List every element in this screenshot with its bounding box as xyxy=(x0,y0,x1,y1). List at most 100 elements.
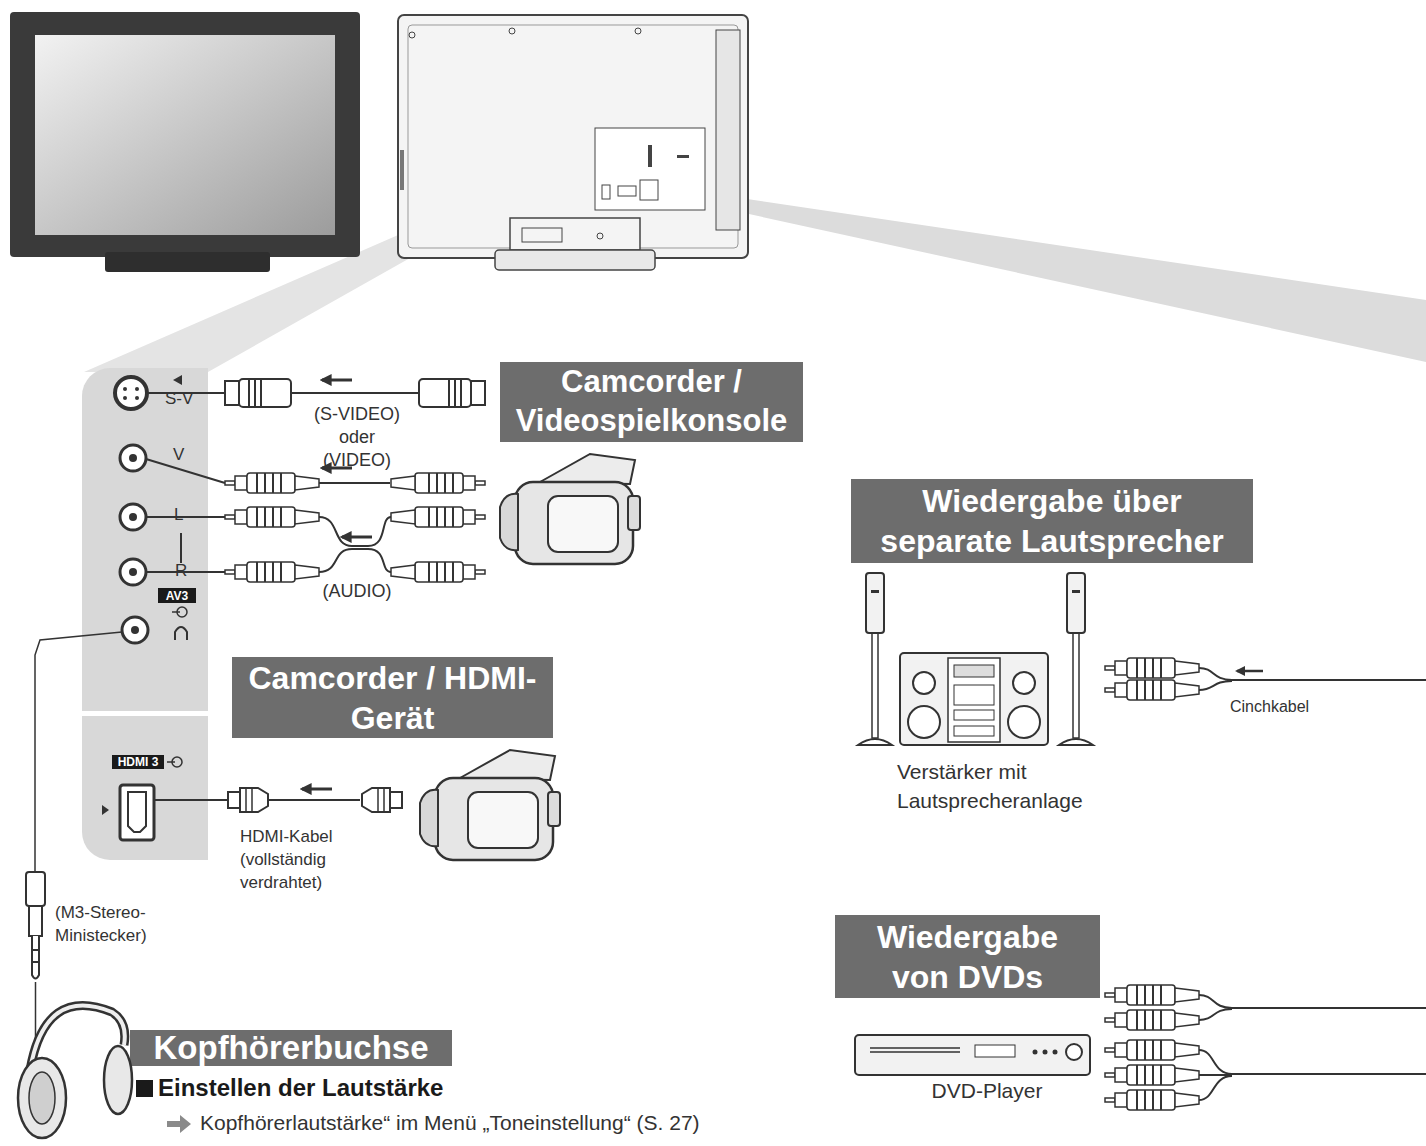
input-badge: AV3 xyxy=(158,588,196,603)
screw-hole xyxy=(635,28,641,34)
dvd-display xyxy=(975,1045,1015,1057)
rca-plug xyxy=(391,473,485,493)
note-text: Kopfhörerlautstärke“ im Menü „Toneinstel… xyxy=(200,1110,1000,1135)
stereo-center xyxy=(948,658,1000,742)
jack-name: L xyxy=(174,506,183,523)
stereo-buttons xyxy=(954,726,994,736)
camcorder xyxy=(500,454,640,564)
banner-title: Camcorder / Videospielkonsole xyxy=(506,363,797,441)
direction-mark xyxy=(102,805,109,815)
cable xyxy=(319,517,391,572)
speaker-slot xyxy=(871,590,879,593)
mini-plug xyxy=(26,872,45,906)
jack-pin xyxy=(131,626,139,634)
cable xyxy=(1199,668,1426,690)
speaker-top xyxy=(1067,573,1085,633)
cable xyxy=(1199,995,1426,1020)
dvd-player xyxy=(855,1035,1090,1075)
pair-bracket xyxy=(180,533,182,563)
input-badge: HDMI 3 xyxy=(112,755,164,769)
zoom-beam xyxy=(700,192,1426,362)
rca-plug xyxy=(225,473,319,493)
input-symbol xyxy=(177,607,187,617)
cable-label: (AUDIO) xyxy=(307,581,407,603)
cable xyxy=(1199,1050,1426,1100)
tv-back-inner xyxy=(408,25,738,248)
hdmi-port-inner xyxy=(128,792,146,832)
mini-plug-ring xyxy=(32,950,39,962)
reference-arrow xyxy=(167,1115,191,1133)
jack-name: R xyxy=(175,562,187,579)
tv-back xyxy=(398,15,748,258)
stereo-speaker xyxy=(1008,706,1040,738)
screw-hole xyxy=(409,32,415,38)
device-banner: Camcorder / Videospielkonsole xyxy=(500,362,803,442)
rca-plug xyxy=(1105,1090,1199,1110)
rca-plug xyxy=(1105,985,1199,1005)
speaker-stand xyxy=(1073,630,1079,738)
stereo-speaker xyxy=(913,672,935,694)
bottom-terminals xyxy=(522,228,562,242)
note-heading: Einstellen der Lautstärke xyxy=(158,1074,578,1103)
tv-back-base xyxy=(495,250,655,270)
s-video-pin xyxy=(123,396,127,400)
device-banner: Wiedergabe von DVDs xyxy=(835,915,1100,998)
s-video-plug xyxy=(419,379,485,407)
tv-bezel xyxy=(10,12,360,257)
rear-terminal-panel xyxy=(595,128,705,210)
rca-plug xyxy=(1105,1065,1199,1085)
s-video-jack xyxy=(115,377,147,409)
direction-arrow xyxy=(342,536,372,539)
rear-terminal xyxy=(640,180,658,200)
speaker-top xyxy=(866,573,884,633)
headphone-symbol xyxy=(175,627,187,640)
stereo-display xyxy=(954,665,994,677)
input-symbol xyxy=(172,757,182,767)
s-video-plug xyxy=(225,379,291,407)
direction-mark xyxy=(173,375,182,385)
input-name: HDMI 3 xyxy=(118,756,159,768)
panel-divider xyxy=(82,711,208,716)
ear-cup xyxy=(29,1072,55,1124)
section-banner: Kopfhörerbuchse xyxy=(130,1030,452,1066)
direction-arrow xyxy=(1237,670,1263,673)
video-jack xyxy=(120,445,146,471)
screw-hole xyxy=(509,28,515,34)
direction-arrow xyxy=(302,788,332,791)
rca-plug xyxy=(225,562,319,582)
jack-pin xyxy=(129,513,137,521)
banner-title: Kopfhörerbuchse xyxy=(153,1027,428,1068)
cable xyxy=(146,517,225,572)
rca-plug xyxy=(391,507,485,527)
bottom-terminal xyxy=(597,233,603,239)
s-video-pin xyxy=(123,387,127,391)
mini-plug xyxy=(29,906,42,936)
device-label: DVD-Player xyxy=(912,1078,1062,1103)
ear-cup xyxy=(104,1046,132,1114)
rca-plug xyxy=(391,562,485,582)
audio-jack xyxy=(120,559,146,585)
jack-name: V xyxy=(173,446,184,463)
mini-plug-pin xyxy=(32,936,39,979)
headphone-cable xyxy=(35,982,37,1040)
speaker-slot xyxy=(1072,590,1080,593)
camcorder xyxy=(420,750,560,860)
cable xyxy=(155,799,360,801)
device-banner: Camcorder / HDMI-Gerät xyxy=(232,657,553,738)
input-symbol xyxy=(172,611,180,613)
plug-label: (M3-Stereo- Ministecker) xyxy=(55,902,159,948)
tv-screen xyxy=(35,35,335,235)
audio-jack xyxy=(120,504,146,530)
rear-terminal xyxy=(602,185,610,199)
stereo-unit xyxy=(900,653,1048,745)
s-video-pin xyxy=(135,387,139,391)
dvd-tray xyxy=(870,1048,960,1052)
jack-pin xyxy=(129,568,137,576)
rear-terminal xyxy=(618,186,636,196)
side-strip xyxy=(716,30,740,230)
dvd-button xyxy=(1053,1050,1058,1055)
stereo-speaker xyxy=(1013,672,1035,694)
banner-title: Wiedergabe von DVDs xyxy=(853,917,1082,997)
headphone-band xyxy=(30,1005,125,1070)
speaker-stand xyxy=(872,630,878,738)
